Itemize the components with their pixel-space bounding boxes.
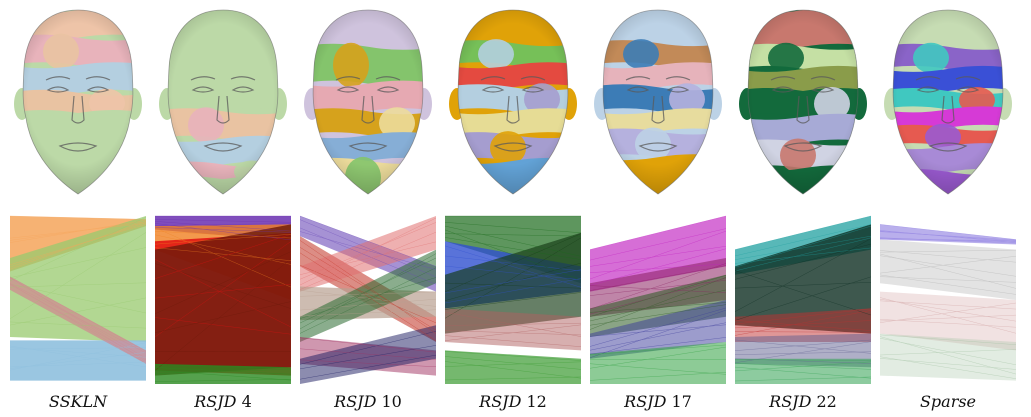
bipartite-plot-rsjd10 [300,215,436,384]
caption-method: SSKLN [48,392,108,411]
caption-rsjd17: RSJD 17 [588,392,728,411]
face-features [915,76,981,152]
mapping-band [880,239,1016,300]
mapping-lines [880,224,1016,379]
caption-method: Sparse [919,392,977,411]
mapping-band [155,224,291,376]
caption-method: RSJD [479,392,522,411]
head-outline [457,9,569,195]
bipartite-plot-rsjd17 [590,215,726,384]
mapping-band [880,333,1016,381]
mapping-lines [590,215,726,381]
bipartite-plot-sskln [10,215,146,381]
face-render-rsjd22 [739,9,867,195]
caption-rsjd22: RSJD 22 [733,392,873,411]
face-render-rsjd17 [594,9,722,195]
column-rsjd10: RSJD 10 [298,0,438,417]
caption-method: RSJD [334,392,377,411]
head-outline [747,9,859,195]
column-rsjd17: RSJD 17 [588,0,728,417]
face-features [335,76,401,152]
mapping-band [445,308,581,351]
head-outline [312,9,424,195]
face-features [625,76,691,152]
face-render-sparse [884,9,1012,195]
head-outline [602,9,714,195]
mapping-band [155,363,291,384]
head-outline [22,9,134,195]
column-rsjd4: RSJD 4 [153,0,293,417]
face-render-rsjd4 [159,9,287,195]
mapping-band [300,325,436,384]
head-outline [167,9,279,195]
column-sparse: Sparse [878,0,1018,417]
bipartite-plot-rsjd22 [735,215,871,384]
face-render-rsjd10 [304,9,432,195]
mapping-lines [10,215,146,371]
caption-count: 12 [521,392,547,411]
face-features [45,76,111,152]
caption-sskln: SSKLN [8,392,148,411]
caption-sparse: Sparse [878,392,1018,411]
caption-count: 22 [811,392,837,411]
caption-method: RSJD [194,392,237,411]
caption-rsjd10: RSJD 10 [298,392,438,411]
mapping-band [10,216,146,342]
face-region-patch [893,167,927,194]
face-features [190,76,256,152]
face-render-sskln [14,9,142,195]
mapping-band [735,358,871,384]
caption-count: 4 [236,392,252,411]
caption-count: 10 [376,392,402,411]
mapping-band [590,300,726,359]
mapping-lines [445,215,581,381]
mapping-lines [735,215,871,382]
mapping-lines [300,215,436,380]
head-outline [892,9,1004,195]
mapping-band [445,350,581,384]
caption-method: RSJD [624,392,667,411]
mapping-band [590,216,726,292]
caption-rsjd12: RSJD 12 [443,392,583,411]
column-rsjd12: RSJD 12 [443,0,583,417]
face-features [480,76,546,152]
face-features [770,76,836,152]
bipartite-plot-rsjd4 [155,215,291,384]
caption-count: 17 [666,392,692,411]
mapping-lines [155,215,291,382]
bipartite-plot-sparse [880,224,1016,381]
column-rsjd22: RSJD 22 [733,0,873,417]
face-render-rsjd12 [449,9,577,195]
bipartite-plot-rsjd12 [445,215,581,384]
caption-rsjd4: RSJD 4 [153,392,293,411]
caption-method: RSJD [769,392,812,411]
column-sskln: SSKLN [8,0,148,417]
